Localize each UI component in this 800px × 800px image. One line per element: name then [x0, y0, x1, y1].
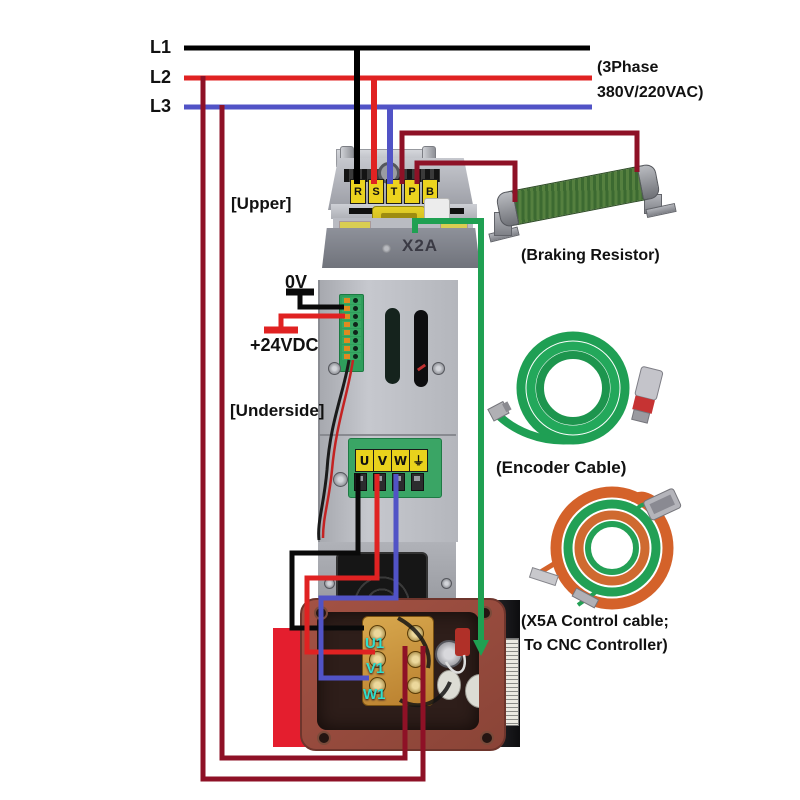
control-plug-small	[571, 587, 600, 609]
plug-body	[528, 567, 559, 587]
plus-24vdc-label: +24VDC	[250, 335, 319, 355]
terminal-chip-r: R	[350, 179, 366, 204]
resistor-body	[495, 162, 661, 229]
encoder-plug-small	[487, 400, 512, 422]
encoder-cable-label: (Encoder Cable)	[496, 458, 627, 477]
terminal-chip-v: V	[374, 450, 392, 471]
plug-tail	[631, 408, 651, 424]
front-screw	[382, 244, 391, 253]
panel-seam	[318, 434, 456, 436]
encoder-plug-round	[631, 366, 664, 424]
cable-grommet	[437, 670, 461, 700]
encoder-coil	[536, 351, 610, 425]
plug-shell	[634, 366, 664, 401]
panel-screw	[328, 362, 341, 375]
terminal-chip-s: S	[368, 179, 384, 204]
encoder-coil	[516, 331, 630, 445]
connector-pin	[342, 353, 361, 360]
x5a-label-line2: To CNC Controller)	[524, 637, 668, 654]
control-coil-green	[563, 499, 661, 597]
control-tail	[576, 590, 598, 607]
connector-red-body	[455, 628, 470, 656]
box-bolt-hole	[317, 731, 331, 745]
db-connector	[643, 488, 682, 521]
motor-terminal-label-v1: V1	[366, 660, 385, 677]
encoder-cable-photo	[487, 331, 664, 445]
connector-pin	[342, 305, 361, 312]
phase-note-line1: (3Phase	[597, 59, 659, 76]
control-plug-small	[528, 567, 559, 587]
phase-note-line2: 380V/220VAC)	[597, 84, 704, 101]
output-terminal-block: U V W ⏚	[348, 438, 442, 498]
motor-terminal-label-w1: W1	[363, 686, 386, 703]
braking-resistor-label: (Braking Resistor)	[521, 247, 660, 264]
box-bolt-hole	[478, 606, 492, 620]
box-bolt-hole	[314, 606, 328, 620]
terminal-chip-ground: ⏚	[410, 450, 427, 471]
panel-screw	[432, 362, 445, 375]
flange-bolt	[324, 578, 335, 589]
control-coil-green	[585, 521, 639, 575]
terminal-chip-t: T	[386, 179, 402, 204]
control-lead	[627, 491, 660, 505]
output-terminal-row: U V W ⏚	[355, 449, 428, 472]
control-coil-orange	[550, 486, 674, 610]
vent-slot	[385, 308, 400, 384]
l1-label: L1	[150, 37, 172, 57]
terminal-chip-w: W	[392, 450, 410, 471]
l2-label: L2	[150, 67, 172, 87]
connector-pin	[342, 313, 361, 320]
vent-slot	[414, 310, 428, 387]
l3-label: L3	[150, 96, 172, 116]
connector-pin	[342, 345, 361, 352]
x2a-port-label: X2A	[402, 236, 439, 255]
db-shell	[643, 488, 682, 521]
panel-screw	[333, 472, 348, 487]
terminal-post	[407, 651, 424, 668]
terminal-post	[407, 677, 424, 694]
plug-tip	[502, 401, 512, 413]
connector-pin	[342, 329, 361, 336]
terminal-chip-u: U	[356, 450, 374, 471]
zero-v-label: 0V	[285, 272, 308, 292]
drive-front-face	[322, 228, 480, 268]
box-bolt-hole	[480, 731, 494, 745]
db-face	[649, 494, 675, 515]
connector-pin	[342, 321, 361, 328]
io-connector-8pin	[339, 294, 364, 372]
encoder-tail	[494, 411, 574, 445]
control-tail	[532, 557, 562, 579]
motor-terminal-label-u1: U1	[365, 635, 385, 652]
resistor-endcap	[636, 162, 661, 201]
terminal-socket	[392, 473, 405, 491]
flange-bolt	[441, 578, 452, 589]
control-lead	[634, 502, 660, 512]
connector-pin	[342, 297, 361, 304]
terminal-chip-p: P	[404, 179, 420, 204]
terminal-post	[407, 625, 424, 642]
connector-pin	[342, 337, 361, 344]
cooling-fan	[336, 552, 428, 604]
plug-body	[571, 587, 600, 609]
underside-label: [Underside]	[230, 401, 325, 420]
terminal-socket	[373, 473, 386, 491]
plug-red-band	[632, 395, 655, 414]
x5a-control-cable-photo	[528, 486, 682, 610]
upper-label: [Upper]	[231, 194, 292, 213]
terminal-socket	[411, 473, 424, 491]
plug-body	[487, 400, 510, 422]
x5a-label-line1: (X5A Control cable;	[521, 613, 669, 630]
terminal-socket	[354, 473, 367, 491]
control-coil-orange	[574, 510, 650, 586]
cable-grommet	[465, 674, 479, 708]
encoder-coil	[526, 341, 620, 435]
